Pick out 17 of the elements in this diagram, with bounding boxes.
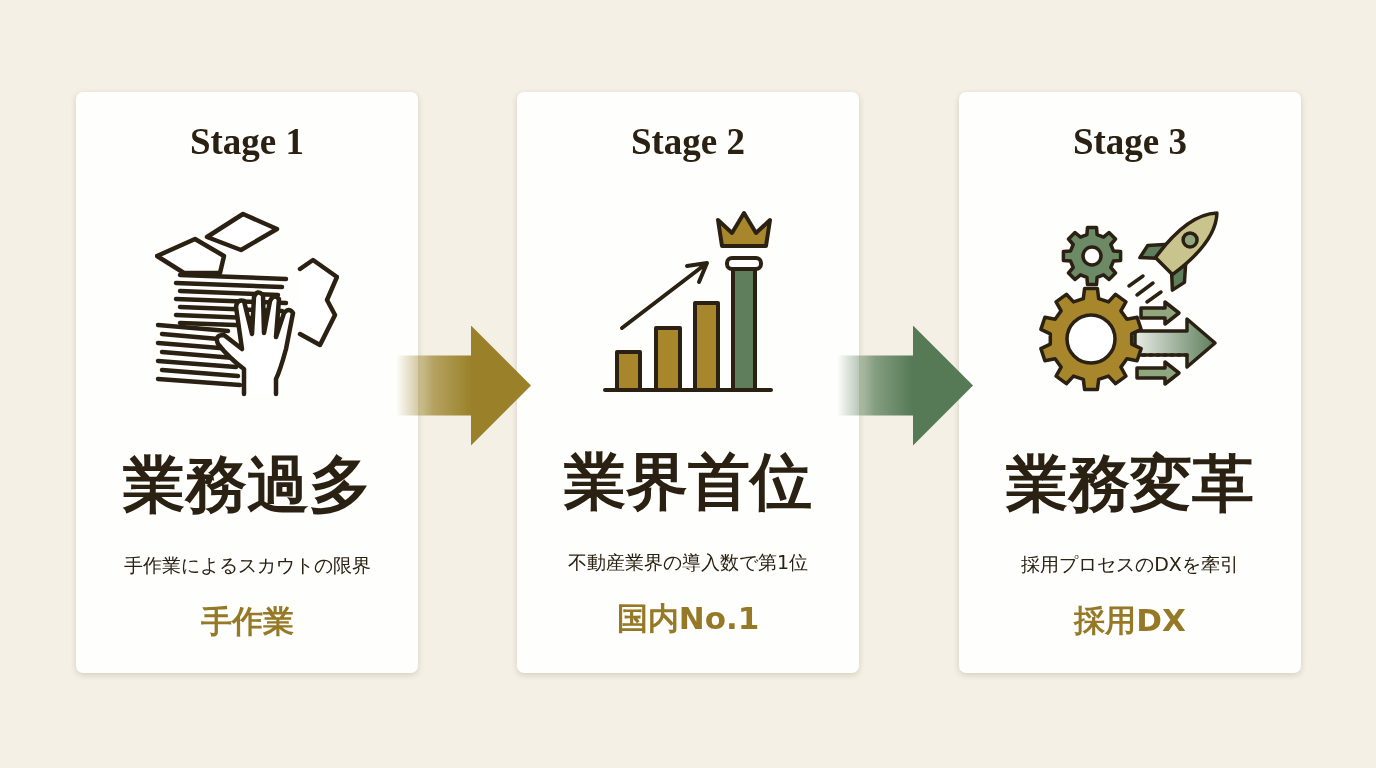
arrow (837, 325, 973, 446)
stage-tag: 国内No.1 (616, 598, 760, 638)
stage-headline: 業務変革 (1006, 449, 1254, 520)
stage-tag: 採用DX (1074, 600, 1186, 640)
stage-title: Stage 1 (189, 120, 305, 164)
stage-description: 採用プロセスのDXを牽引 (1020, 552, 1240, 577)
stage-tag: 手作業 (200, 601, 294, 641)
stage-title: Stage 2 (630, 120, 746, 164)
stage-card (76, 92, 418, 673)
stage-description: 不動産業界の導入数で第1位 (566, 550, 810, 575)
stage-card (517, 92, 859, 673)
arrow (396, 325, 531, 446)
stage-headline: 業務過多 (123, 450, 371, 521)
stage-title: Stage 3 (1072, 120, 1188, 164)
stage-headline: 業界首位 (564, 447, 812, 518)
stage-card (959, 92, 1301, 673)
stage-description: 手作業によるスカウトの限界 (122, 553, 372, 578)
